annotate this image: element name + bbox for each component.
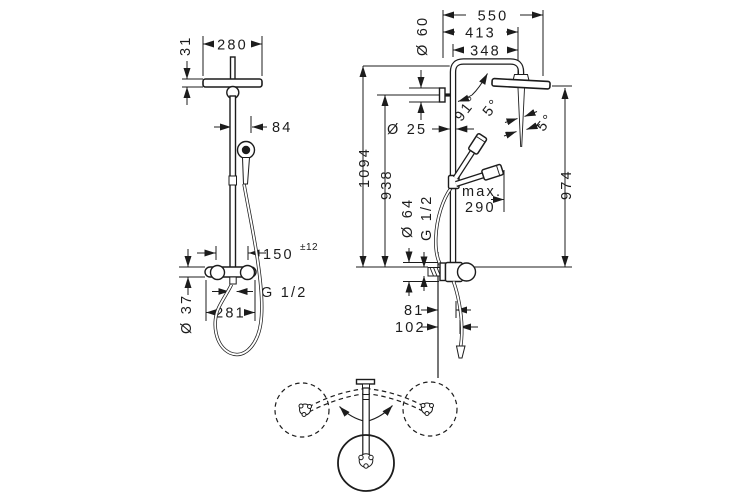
thermostat-handle-right bbox=[239, 264, 256, 281]
shower-arm-top-view bbox=[362, 387, 370, 457]
dim-depth-arm-label: 413 bbox=[465, 26, 496, 42]
swivel-arc-left bbox=[339, 406, 367, 423]
dim-height-pipe-top: 1094 bbox=[357, 66, 373, 267]
dim-hand-shower-reach: max. 290 bbox=[462, 170, 505, 216]
overhead-shower-top-view bbox=[337, 434, 395, 492]
dim-arm-angle: 91° bbox=[452, 73, 488, 125]
ball-joint-left-dashed bbox=[298, 403, 312, 417]
hand-shower-head-1 bbox=[468, 133, 488, 155]
dim-valve-width: 281 bbox=[205, 280, 256, 322]
dim-head-tilt-lower-label: 5° bbox=[534, 110, 558, 134]
swivel-arm-right-dashed bbox=[365, 387, 423, 412]
dim-head-width: 280 bbox=[202, 36, 263, 76]
ball-joint-top-view bbox=[358, 453, 374, 469]
bracket-flange-side bbox=[438, 87, 446, 103]
dim-height-head: 974 bbox=[552, 85, 575, 267]
dim-valve-body-diameter-label: Ø 37 bbox=[179, 294, 195, 334]
dim-head-width-label: 280 bbox=[217, 38, 248, 54]
overhead-shower-front bbox=[202, 78, 263, 88]
dim-hose-outlet-thread-label: G 1/2 bbox=[261, 285, 307, 301]
dim-supply-distance: 150 ±12 bbox=[197, 242, 318, 263]
ball-joint-right-dashed bbox=[420, 402, 434, 416]
dim-wall-to-pipe: 81 bbox=[404, 301, 471, 319]
dim-wall-flange-diameter-label: Ø 60 bbox=[415, 16, 431, 56]
front-view: 31 280 84 150 ±12 G 1/2 bbox=[178, 35, 318, 357]
thermostat-knob-side bbox=[456, 262, 477, 282]
side-view: 550 413 348 Ø 60 Ø 25 bbox=[356, 9, 575, 378]
spray-angle-lines bbox=[517, 87, 525, 148]
dim-head-tilt-upper-label: 5° bbox=[480, 95, 504, 119]
dim-head-height-label: 31 bbox=[178, 35, 194, 56]
thermostat-handle-left bbox=[209, 264, 226, 281]
swivel-head-right-dashed bbox=[402, 381, 458, 437]
dim-depth-head-center: 348 bbox=[452, 44, 518, 60]
hand-shower-handle-front bbox=[241, 157, 251, 185]
dim-supply-tolerance-label: ±12 bbox=[300, 242, 318, 253]
hose-end-side bbox=[455, 345, 466, 359]
dim-depth-head-center-label: 348 bbox=[470, 44, 501, 60]
head-stem-front bbox=[229, 56, 236, 81]
swivel-arc-right bbox=[365, 405, 393, 423]
dim-head-tilt-upper: 5° bbox=[480, 95, 538, 126]
dim-supply-thread-label: G 1/2 bbox=[419, 195, 435, 241]
dim-wall-to-hose: 102 bbox=[395, 320, 478, 336]
wall-mount-top-view bbox=[355, 378, 376, 385]
shower-hose-side-upper bbox=[434, 187, 453, 265]
swivel-arm-left-dashed bbox=[309, 387, 367, 413]
dim-head-height: 31 bbox=[178, 35, 203, 105]
supply-escutcheon-side bbox=[439, 262, 447, 282]
dim-height-wall-bracket-label: 938 bbox=[379, 169, 395, 200]
dim-hand-shower-offset: 84 bbox=[214, 116, 293, 136]
dim-hand-shower-reach-prefix: max. bbox=[462, 184, 502, 200]
dim-hand-shower-reach-value: 290 bbox=[465, 200, 496, 216]
dim-valve-body-diameter: Ø 37 bbox=[179, 249, 205, 334]
dim-depth-overall-label: 550 bbox=[478, 9, 509, 25]
dim-supply-thread: G 1/2 bbox=[419, 195, 435, 291]
dim-arm-angle-label: 91° bbox=[452, 92, 482, 124]
swivel-head-left-dashed bbox=[274, 382, 330, 438]
dim-height-head-label: 974 bbox=[559, 169, 575, 200]
dim-wall-to-pipe-label: 81 bbox=[404, 303, 425, 319]
dim-pipe-diameter-label: Ø 25 bbox=[387, 122, 427, 138]
dim-pipe-diameter: Ø 25 bbox=[387, 122, 474, 138]
dim-wall-to-hose-label: 102 bbox=[395, 320, 426, 336]
shower-column-front bbox=[202, 56, 264, 357]
dim-valve-width-label: 281 bbox=[215, 306, 246, 322]
swivel-top-view bbox=[274, 378, 458, 492]
hand-shower-head-2 bbox=[481, 163, 504, 181]
shower-column-side bbox=[427, 58, 551, 359]
dim-supply-distance-label: 150 bbox=[263, 247, 294, 263]
dim-hand-shower-offset-label: 84 bbox=[272, 120, 293, 136]
dim-height-pipe-top-label: 1094 bbox=[357, 147, 373, 188]
dim-wall-flange-diameter: Ø 60 bbox=[409, 16, 439, 120]
hose-outlet-stub-front bbox=[229, 276, 237, 285]
dim-height-wall-bracket: 938 bbox=[379, 95, 395, 267]
overhead-shower-side bbox=[491, 77, 551, 90]
dim-supply-escutcheon-diameter-label: Ø 64 bbox=[400, 198, 416, 238]
slider-bracket-front bbox=[228, 175, 237, 186]
